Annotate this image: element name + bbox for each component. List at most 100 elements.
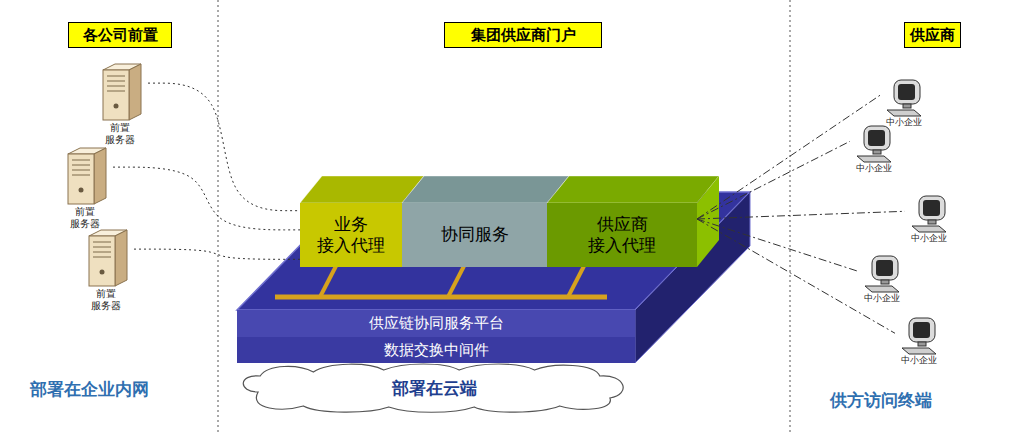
monitor-stand: [873, 150, 881, 154]
node-text: 前置 服务器: [70, 206, 100, 230]
computer-drawing: [909, 194, 949, 234]
monitor-screen: [913, 322, 930, 338]
server-slot: [107, 86, 125, 87]
block-top: [402, 176, 569, 203]
server-side: [115, 230, 127, 286]
cloud-outline: [243, 364, 623, 412]
service-block: 业务 接入代理: [300, 203, 402, 267]
node-text: 数据交换中间件: [384, 341, 489, 360]
monitor-body: [919, 196, 945, 220]
node-text: 部署在云端: [392, 377, 477, 400]
server-front: [89, 236, 115, 286]
monitor-body: [864, 126, 890, 150]
server-slot: [72, 175, 90, 176]
node-text: 业务 接入代理: [317, 214, 385, 257]
server-front: [68, 154, 94, 204]
keyboard: [902, 348, 936, 354]
header-box: 集团供应商门户: [444, 22, 602, 48]
region-label: 部署在企业内网: [30, 378, 149, 401]
server-drawing: [62, 146, 108, 206]
block-side: [697, 176, 719, 267]
monitor-stand: [903, 104, 911, 108]
server-button: [114, 104, 119, 109]
node-text: 协同服务: [441, 224, 509, 245]
node-text: 供应商 接入代理: [588, 214, 656, 257]
monitor-body: [894, 80, 920, 104]
bus-stub: [568, 266, 584, 297]
server-slot: [107, 91, 125, 92]
cloud-shape: 部署在云端: [238, 362, 630, 414]
node-text: 供应商: [910, 24, 955, 46]
computer-icon: 中小企业: [880, 78, 928, 132]
server-drawing: [83, 228, 129, 288]
service-block: 协同服务: [402, 203, 547, 267]
server-slot: [93, 247, 111, 248]
monitor-screen: [923, 200, 940, 216]
header-box: 各公司前置: [68, 22, 172, 48]
region-label: 供方访问终端: [830, 389, 932, 412]
server-slot: [107, 81, 125, 82]
dashdot-connector: [697, 219, 895, 333]
server-slot: [72, 165, 90, 166]
dashdot-connector: [697, 211, 905, 219]
server-slot: [72, 160, 90, 161]
server-side: [129, 64, 141, 120]
node-text: 中小企业: [886, 118, 922, 128]
computer-drawing: [884, 78, 924, 118]
server-button: [100, 270, 105, 275]
bus-stub: [320, 266, 336, 297]
keyboard: [912, 226, 946, 232]
node-text: 前置 服务器: [105, 122, 135, 146]
computer-icon: 中小企业: [905, 194, 953, 248]
computer-icon: 中小企业: [858, 254, 906, 308]
server-front: [103, 70, 129, 120]
server-slot: [93, 257, 111, 258]
dashdot-connector: [697, 141, 850, 219]
server-icon: 前置 服务器: [78, 228, 134, 324]
bus-stub: [448, 266, 464, 297]
bus-bar: [275, 295, 607, 300]
service-block: 供应商 接入代理: [547, 203, 697, 267]
node-text: 中小企业: [911, 234, 947, 244]
block-tops: [300, 176, 719, 267]
dashdot-connector: [697, 95, 880, 219]
node-text: 中小企业: [856, 164, 892, 174]
platform-layer: 供应链协同服务平台: [237, 310, 635, 337]
monitor-body: [909, 318, 935, 342]
node-text: 集团供应商门户: [471, 24, 576, 46]
server-drawing: [97, 62, 143, 122]
server-icon: 前置 服务器: [57, 146, 113, 242]
computer-drawing: [862, 254, 902, 294]
server-icon: 前置 服务器: [92, 62, 148, 158]
divider-line: [790, 0, 791, 433]
dotted-connector: [134, 249, 300, 259]
node-text: 供应链协同服务平台: [369, 314, 504, 333]
platform-layer: 数据交换中间件: [237, 337, 635, 363]
monitor-stand: [928, 220, 936, 224]
computer-icon: 中小企业: [850, 124, 898, 178]
node-text: 各公司前置: [83, 24, 158, 46]
node-text: 中小企业: [901, 356, 937, 366]
computer-drawing: [854, 124, 894, 164]
monitor-screen: [868, 130, 885, 146]
monitor-body: [872, 256, 898, 280]
server-slot: [72, 170, 90, 171]
computer-icon: 中小企业: [895, 316, 943, 370]
dashdot-connector: [697, 219, 858, 271]
keyboard: [887, 110, 921, 116]
divider-line: [218, 0, 219, 433]
monitor-stand: [918, 342, 926, 346]
header-box: 供应商: [904, 22, 961, 48]
server-slot: [93, 252, 111, 253]
computer-drawing: [899, 316, 939, 356]
monitor-screen: [898, 84, 915, 100]
dotted-connector: [113, 167, 300, 230]
monitor-stand: [881, 280, 889, 284]
monitor-screen: [876, 260, 893, 276]
server-slot: [93, 242, 111, 243]
node-text: 中小企业: [864, 294, 900, 304]
block-top: [547, 176, 719, 203]
keyboard: [865, 286, 899, 292]
node-text: 前置 服务器: [91, 288, 121, 312]
